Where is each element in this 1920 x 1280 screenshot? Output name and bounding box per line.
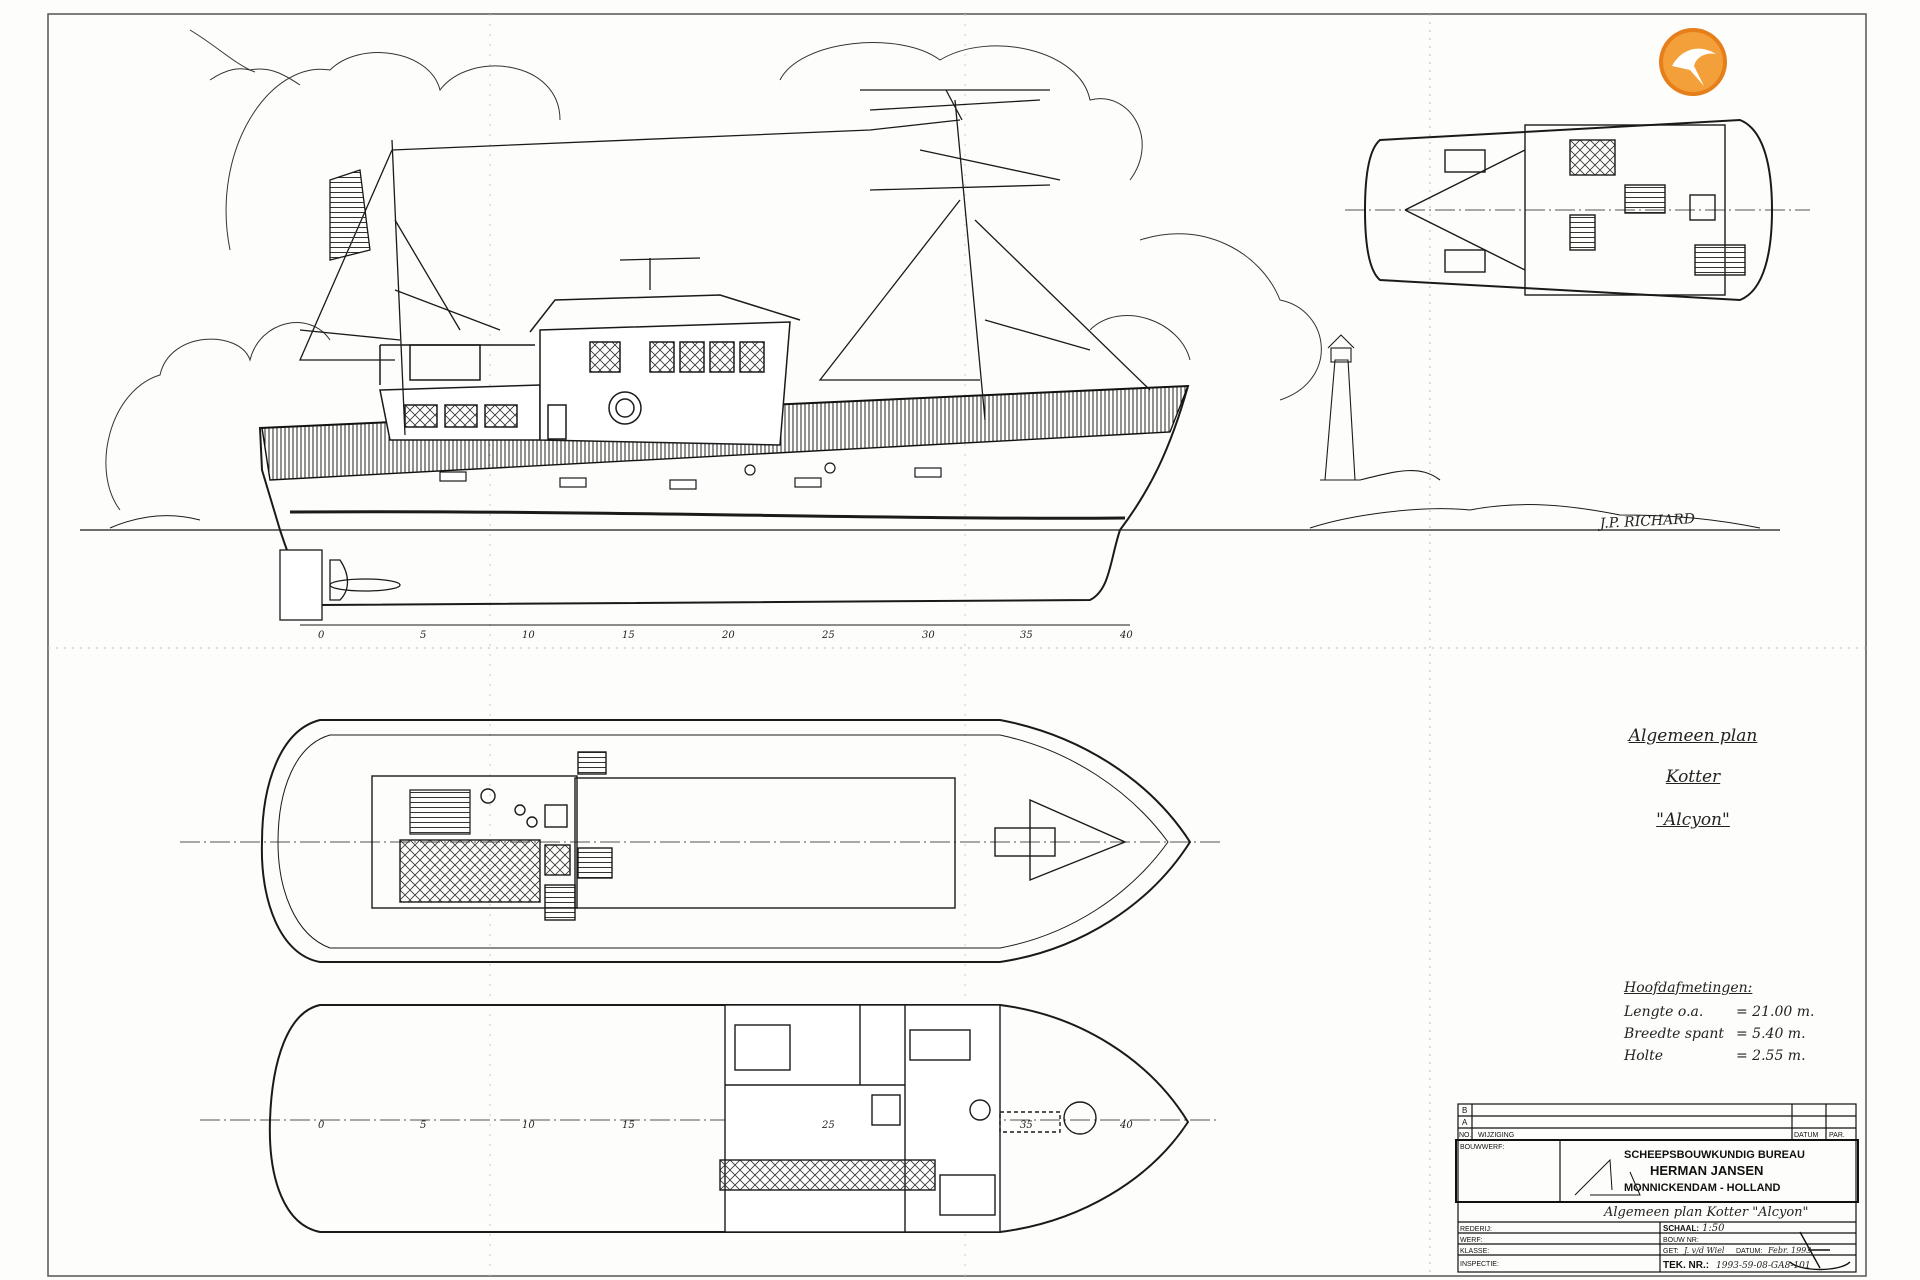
col-no: NO.	[1459, 1132, 1472, 1139]
rev-a: A	[1462, 1118, 1468, 1127]
frame-number: 15	[622, 1120, 635, 1131]
frame-number: 0	[318, 1120, 325, 1131]
vessel-name: "Alcyon"	[1656, 810, 1730, 830]
lighthouse-sketch	[1320, 334, 1441, 481]
vessel-type: Kotter	[1665, 767, 1721, 787]
lower-hull-outline	[268, 1004, 1190, 1233]
bouwwerf-label: BOUWWERF:	[1460, 1144, 1504, 1151]
side-frame-numbers: 0 5 10 15 20 25 30 35 40	[318, 630, 1133, 641]
dimension-label: Breedte spant	[1624, 1026, 1725, 1042]
inspectie-label: INSPECTIE:	[1460, 1261, 1499, 1268]
frame-number: 5	[420, 1120, 426, 1131]
company-line3: MONNICKENDAM - HOLLAND	[1624, 1182, 1780, 1194]
frame-number: 35	[1020, 630, 1033, 641]
dimension-label: Lengte o.a.	[1624, 1004, 1704, 1020]
side-elevation-view	[80, 29, 1780, 626]
datum-label: DATUM:	[1736, 1248, 1762, 1255]
bouw-nr-label: BOUW NR:	[1663, 1237, 1699, 1244]
get-value: J. v/d Wiel	[1682, 1246, 1725, 1255]
frame-number: 30	[922, 630, 935, 641]
deckhouse	[379, 294, 801, 446]
masts-and-rigging	[299, 89, 1151, 436]
dimension-value: = 5.40 m.	[1736, 1026, 1806, 1042]
schaal-value: 1:50	[1702, 1223, 1725, 1234]
get-label: GET:	[1663, 1248, 1679, 1255]
frame-number: 25	[821, 1120, 835, 1131]
drawing-name: Algemeen plan Kotter "Alcyon"	[1603, 1205, 1809, 1220]
frame-number: 40	[1119, 1120, 1133, 1131]
rederij-label: REDERIJ:	[1460, 1226, 1492, 1233]
dimension-label: Holte	[1624, 1048, 1664, 1064]
werf-label: WERF:	[1460, 1237, 1483, 1244]
bird-sketch	[189, 29, 301, 86]
coastline-sketch	[109, 504, 1761, 529]
hull-portholes	[439, 462, 942, 490]
title-block	[1455, 1103, 1859, 1273]
cloud-sketch	[105, 42, 1322, 511]
deck-outline	[260, 719, 1192, 963]
lower-frame-numbers: 0 5 10 15 25 35 40	[318, 1120, 1133, 1131]
deck-plan-view	[180, 719, 1220, 963]
frame-number: 35	[1020, 1120, 1033, 1131]
company-line2: HERMAN JANSEN	[1650, 1163, 1763, 1178]
plan-title: Algemeen plan	[1628, 726, 1758, 746]
col-wijziging: WIJZIGING	[1478, 1132, 1514, 1139]
tek-nr-value: 1993-59-08-GA8-101	[1716, 1261, 1811, 1271]
tek-nr-label: TEK. NR.:	[1663, 1260, 1709, 1271]
title-block-text: B A NO. WIJZIGING DATUM PAR. BOUWWERF: S…	[1459, 1106, 1845, 1271]
wheelhouse-top-plan	[1345, 118, 1810, 302]
schaal-label: SCHAAL:	[1663, 1224, 1699, 1233]
col-datum: DATUM	[1794, 1132, 1819, 1139]
rev-b: B	[1462, 1106, 1467, 1115]
frame-number: 10	[522, 630, 535, 641]
datum-value: Febr. 1993	[1767, 1246, 1811, 1255]
company-line1: SCHEEPSBOUWKUNDIG BUREAU	[1624, 1149, 1805, 1161]
frame-number: 40	[1119, 630, 1133, 641]
frame-number: 10	[522, 1120, 535, 1131]
dimensions-heading: Hoofdafmetingen:	[1624, 980, 1753, 996]
frame-number: 5	[420, 630, 426, 641]
seagull-logo-icon	[1659, 28, 1727, 96]
dimension-value: = 2.55 m.	[1736, 1048, 1806, 1064]
dimension-value: = 21.00 m.	[1736, 1004, 1815, 1020]
propeller-and-rudder	[279, 549, 401, 621]
artist-signature: J.P. RICHARD	[1596, 511, 1695, 532]
frame-number: 20	[721, 630, 735, 641]
lower-deck-view	[200, 1004, 1220, 1233]
frame-number: 0	[318, 630, 325, 641]
klasse-label: KLASSE:	[1460, 1248, 1489, 1255]
frame-number: 15	[622, 630, 635, 641]
frame-number: 25	[821, 630, 835, 641]
col-par: PAR.	[1829, 1132, 1845, 1139]
